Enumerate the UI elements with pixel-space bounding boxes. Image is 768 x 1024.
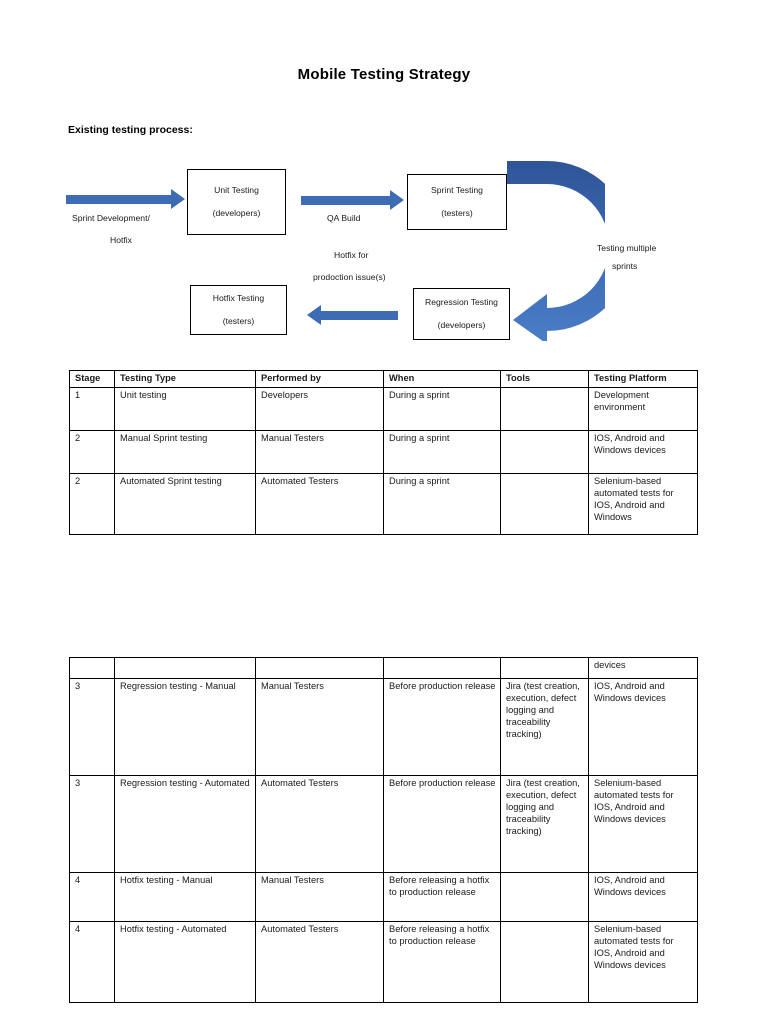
section-heading: Existing testing process: — [68, 124, 193, 136]
column-header-testing-type: Testing Type — [114, 370, 256, 388]
cell-tools — [500, 872, 589, 922]
table-row: 3 Regression testing - Automated Automat… — [69, 775, 698, 873]
arrow-regression-to-hotfix-testing — [307, 305, 398, 325]
cell-tools: Jira (test creation, execution, defect l… — [500, 678, 589, 776]
cell-performed-by: Automated Testers — [255, 472, 384, 535]
cell-tools — [500, 472, 589, 535]
label-hotfix-for: Hotfix for — [334, 250, 369, 260]
flow-box-unit-testing: Unit Testing (developers) — [187, 169, 286, 235]
table-row: 3 Regression testing - Manual Manual Tes… — [69, 678, 698, 776]
label-sprint-development: Sprint Development/ — [72, 213, 150, 223]
cell-platform: Selenium-based automated tests for IOS, … — [588, 472, 698, 535]
table-row: 2 Manual Sprint testing Manual Testers D… — [69, 429, 698, 474]
table-row: devices — [69, 657, 698, 679]
cell-platform: Development environment — [588, 386, 698, 431]
flow-box-sprint-testing-title: Sprint Testing — [431, 185, 483, 196]
cell-testing-type: Unit testing — [114, 386, 256, 431]
cell-performed-by: Manual Testers — [255, 678, 384, 776]
cell-when: Before production release — [383, 775, 501, 873]
cell-tools — [500, 429, 589, 474]
cell-testing-type: Regression testing - Manual — [114, 678, 256, 776]
cell-platform: IOS, Android and Windows devices — [588, 678, 698, 776]
column-header-when: When — [383, 370, 501, 388]
existing-testing-process-diagram: Unit Testing (developers) Sprint Testing… — [0, 155, 768, 360]
cell-when: Before releasing a hotfix to production … — [383, 872, 501, 922]
cell-performed-by: Manual Testers — [255, 872, 384, 922]
cell-testing-type: Regression testing - Automated — [114, 775, 256, 873]
cell-when: During a sprint — [383, 429, 501, 474]
flow-box-regression-testing-title: Regression Testing — [425, 297, 498, 308]
testing-stages-table-part-2: devices 3 Regression testing - Manual Ma… — [69, 657, 698, 1003]
flow-box-sprint-testing: Sprint Testing (testers) — [407, 174, 507, 230]
cell-testing-type: Automated Sprint testing — [114, 472, 256, 535]
cell-tools — [500, 657, 589, 679]
table-row: 4 Hotfix testing - Automated Automated T… — [69, 921, 698, 1003]
cell-when: During a sprint — [383, 472, 501, 535]
flow-box-hotfix-testing-role: (testers) — [222, 315, 255, 326]
cell-tools — [500, 921, 589, 1003]
flow-box-unit-testing-title: Unit Testing — [214, 185, 259, 196]
cell-testing-type: Hotfix testing - Automated — [114, 921, 256, 1003]
arrow-qa-build-to-sprint-testing — [301, 190, 404, 210]
cell-stage: 3 — [69, 678, 115, 776]
cell-testing-type: Manual Sprint testing — [114, 429, 256, 474]
page-title: Mobile Testing Strategy — [297, 66, 471, 83]
flow-box-hotfix-testing: Hotfix Testing (testers) — [190, 285, 287, 335]
cell-tools: Jira (test creation, execution, defect l… — [500, 775, 589, 873]
cell-platform: IOS, Android and Windows devices — [588, 872, 698, 922]
label-production-issues: prodoction issue(s) — [313, 272, 386, 282]
table-row: 4 Hotfix testing - Manual Manual Testers… — [69, 872, 698, 922]
cell-performed-by: Automated Testers — [255, 775, 384, 873]
cell-testing-type — [114, 657, 256, 679]
cell-stage: 2 — [69, 429, 115, 474]
cell-when: Before releasing a hotfix to production … — [383, 921, 501, 1003]
cell-stage: 1 — [69, 386, 115, 431]
cell-platform: Selenium-based automated tests for IOS, … — [588, 775, 698, 873]
flow-box-sprint-testing-role: (testers) — [441, 207, 473, 218]
table-header-row: Stage Testing Type Performed by When Too… — [69, 370, 698, 388]
cell-performed-by: Developers — [255, 386, 384, 431]
label-sprints: sprints — [612, 261, 638, 271]
cell-stage: 4 — [69, 872, 115, 922]
flow-box-hotfix-testing-title: Hotfix Testing — [212, 293, 265, 304]
label-testing-multiple: Testing multiple — [597, 243, 657, 253]
cell-when — [383, 657, 501, 679]
cell-testing-type: Hotfix testing - Manual — [114, 872, 256, 922]
cell-stage: 2 — [69, 472, 115, 535]
cell-platform: Selenium-based automated tests for IOS, … — [588, 921, 698, 1003]
table-row: 1 Unit testing Developers During a sprin… — [69, 386, 698, 431]
loop-arrow-icon — [507, 161, 605, 341]
cell-platform: IOS, Android and Windows devices — [588, 429, 698, 474]
column-header-stage: Stage — [69, 370, 115, 388]
label-hotfix: Hotfix — [110, 235, 132, 245]
cell-stage — [69, 657, 115, 679]
arrow-sprint-dev-to-unit-testing — [66, 189, 185, 209]
table-row: 2 Automated Sprint testing Automated Tes… — [69, 472, 698, 535]
column-header-performed-by: Performed by — [255, 370, 384, 388]
label-qa-build: QA Build — [327, 213, 361, 223]
cell-performed-by — [255, 657, 384, 679]
column-header-tools: Tools — [500, 370, 589, 388]
flow-box-regression-testing: Regression Testing (developers) — [413, 288, 510, 340]
cell-when: Before production release — [383, 678, 501, 776]
flow-box-regression-testing-role: (developers) — [437, 319, 486, 330]
cell-stage: 3 — [69, 775, 115, 873]
cell-when: During a sprint — [383, 386, 501, 431]
cell-platform: devices — [588, 657, 698, 679]
testing-stages-table-part-1: Stage Testing Type Performed by When Too… — [69, 370, 698, 535]
column-header-platform: Testing Platform — [588, 370, 698, 388]
cell-performed-by: Manual Testers — [255, 429, 384, 474]
flow-box-unit-testing-role: (developers) — [212, 207, 261, 218]
cell-stage: 4 — [69, 921, 115, 1003]
cell-performed-by: Automated Testers — [255, 921, 384, 1003]
cell-tools — [500, 386, 589, 431]
